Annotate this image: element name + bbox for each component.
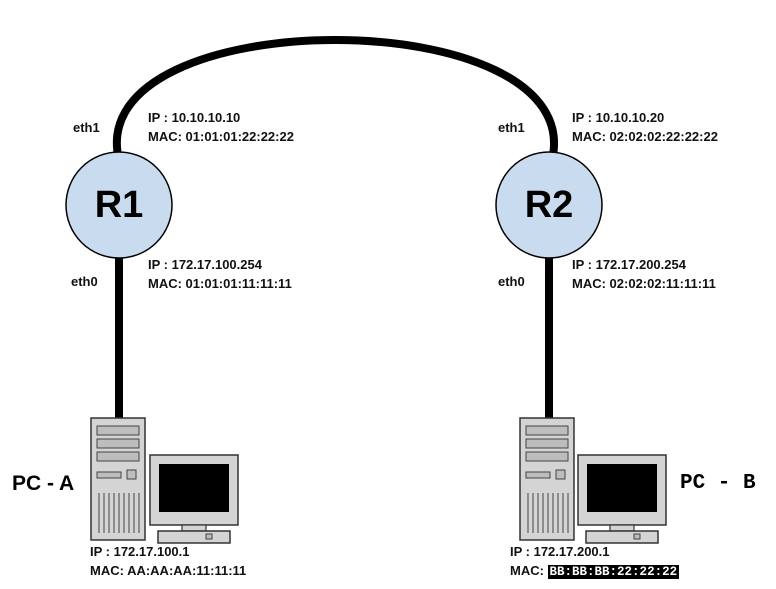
pc-a-ip: IP : 172.17.100.1: [90, 544, 190, 559]
pc-b-mac: MAC: BB:BB:BB:22:22:22: [510, 562, 680, 581]
r2-eth0-mac: MAC: 02:02:02:11:11:11: [572, 276, 716, 291]
r1-eth0-label: eth0: [71, 274, 98, 289]
pc-b-tower-icon: [519, 417, 575, 541]
r1-eth1-ip: IP : 10.10.10.10: [148, 110, 241, 125]
pc-b-ip: IP : 172.17.200.1: [510, 544, 610, 559]
router-r2-name: R2: [524, 184, 574, 226]
pc-a-name: PC - A: [12, 472, 75, 495]
r2-eth1-label: eth1: [498, 120, 525, 135]
pc-a-monitor-icon: [149, 454, 239, 544]
r2-eth0-label: eth0: [498, 274, 525, 289]
pc-b-monitor-icon: [577, 454, 667, 544]
r2-eth0-ip: IP : 172.17.200.254: [572, 257, 686, 272]
r2-eth1-mac: MAC: 02:02:02:22:22:22: [572, 129, 718, 144]
pc-a-mac: MAC: AA:AA:AA:11:11:11: [90, 563, 247, 578]
r1-eth1-label: eth1: [73, 120, 100, 135]
r2-eth1-ip: IP : 10.10.10.20: [572, 110, 665, 125]
r1-eth0-ip: IP : 172.17.100.254: [148, 257, 262, 272]
pc-a-tower-icon: [90, 417, 146, 541]
router-r2-icon: [495, 151, 603, 259]
router-r1-icon: [65, 151, 173, 259]
pc-b-mac-label: MAC:: [510, 563, 548, 578]
r1-eth0-mac: MAC: 01:01:01:11:11:11: [148, 276, 292, 291]
pc-b-name: PC - B: [680, 472, 756, 495]
wan-link: [112, 36, 558, 161]
router-r1-name: R1: [94, 184, 144, 226]
pc-b-mac-value: BB:BB:BB:22:22:22: [547, 565, 680, 579]
r1-eth1-mac: MAC: 01:01:01:22:22:22: [148, 129, 294, 144]
